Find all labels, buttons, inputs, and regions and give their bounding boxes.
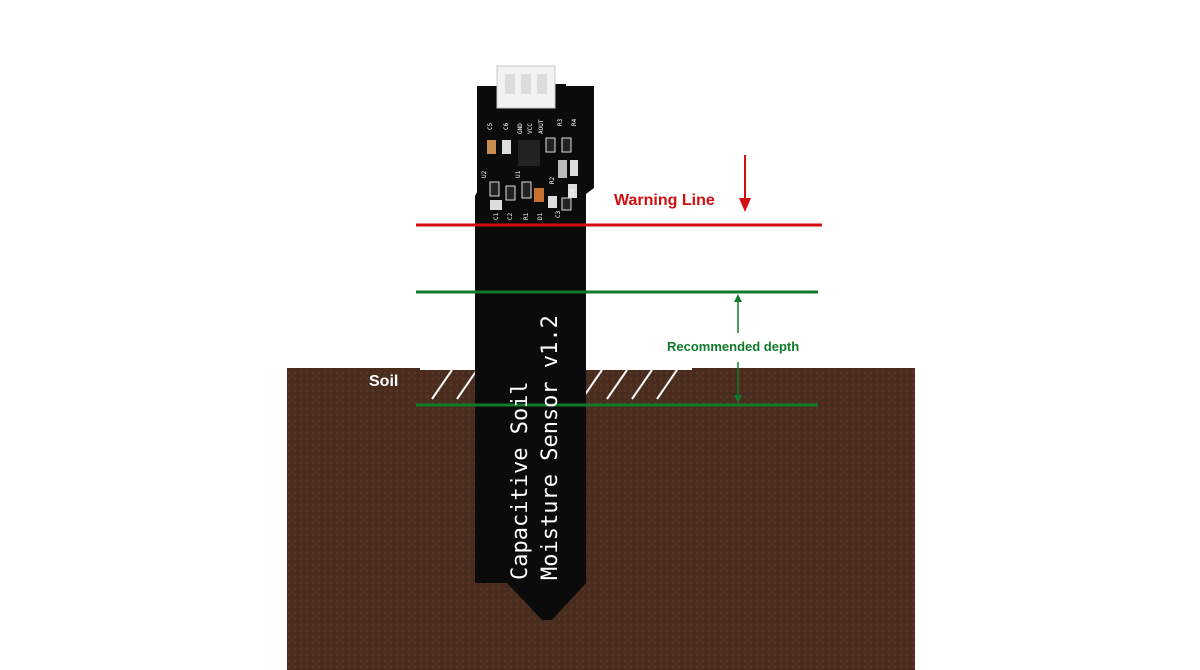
- silkscreen-r4: R4: [571, 118, 578, 126]
- warning-arrow-icon: [739, 155, 751, 212]
- silkscreen-c5: C5: [487, 122, 494, 130]
- silkscreen-vcc: VCC: [527, 123, 534, 134]
- silkscreen-c4: C4: [569, 188, 576, 196]
- silkscreen-u1: U1: [515, 170, 522, 178]
- silkscreen-r1: R1: [523, 212, 530, 220]
- sensor-pcb: [475, 84, 594, 620]
- silkscreen-d1: D1: [537, 212, 544, 220]
- silkscreen-c3: C3: [555, 210, 562, 218]
- silkscreen-labels: C5 C6 GND VCC AOUT R3 R4 U2 U1 C1 C2 R1 …: [481, 118, 578, 220]
- capacitive-soil-moisture-sensor: C5 C6 GND VCC AOUT R3 R4 U2 U1 C1 C2 R1 …: [475, 65, 594, 620]
- silkscreen-aout: AOUT: [538, 119, 545, 134]
- silkscreen-r2: R2: [549, 176, 556, 184]
- soil-ground: [287, 368, 915, 670]
- pcb-components: [487, 137, 578, 211]
- recommended-depth-arrow-icon: [734, 294, 742, 403]
- silkscreen-u2: U2: [481, 170, 488, 178]
- silkscreen-r3: R3: [557, 118, 564, 126]
- silkscreen-c2: C2: [507, 212, 514, 220]
- silkscreen-gnd: GND: [517, 123, 524, 134]
- silkscreen-c6: C6: [503, 122, 510, 130]
- silkscreen-c1: C1: [493, 212, 500, 220]
